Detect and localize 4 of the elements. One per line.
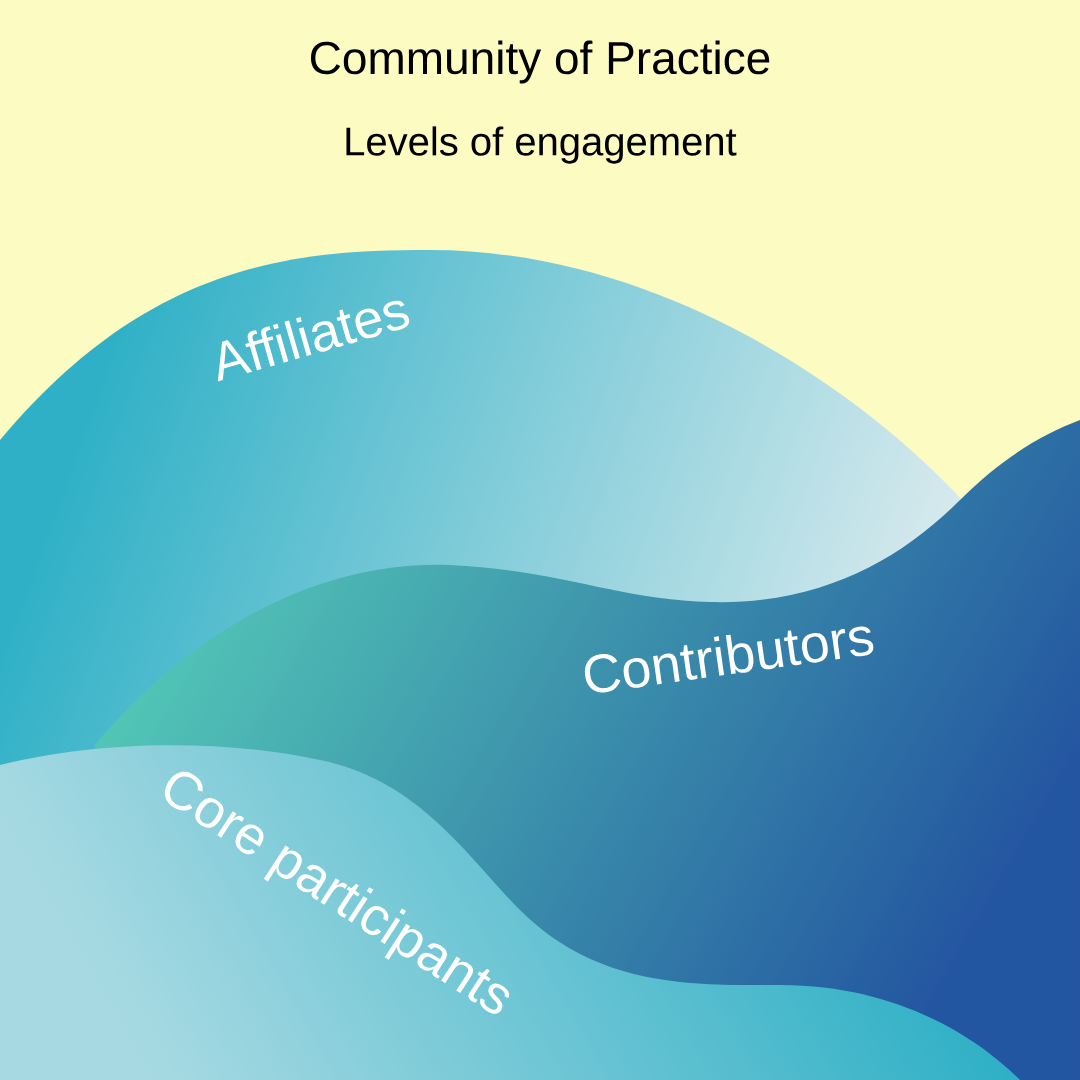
band-label: Contributors xyxy=(584,626,874,693)
title: Community of Practice xyxy=(311,40,770,84)
subtitle: Levels of engagement xyxy=(346,126,737,164)
band-label: Affiliates xyxy=(217,300,410,382)
